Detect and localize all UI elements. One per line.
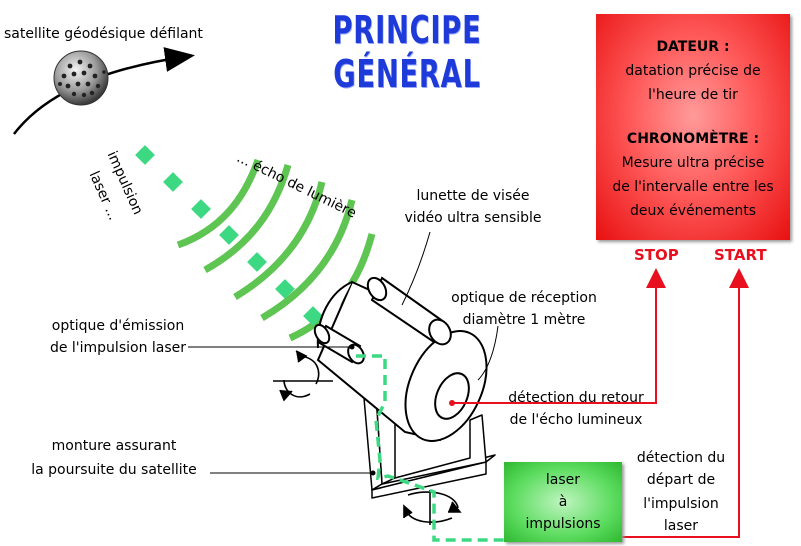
satellite-label: satellite géodésique défilant: [4, 26, 203, 42]
laser-pulses: [135, 145, 323, 326]
stop-wire: [452, 268, 666, 404]
mount-label-line1: monture assurant: [51, 438, 177, 454]
departure-label-line4: laser: [663, 518, 699, 534]
timer-box: DATEUR : datation précise de l'heure de …: [596, 14, 790, 240]
azimuth-rotation-icon: [273, 350, 333, 402]
laser-box-line1: laser: [545, 472, 581, 488]
dateur-text-line2: l'heure de tir: [648, 87, 738, 103]
leader-lines: [188, 231, 499, 476]
start-wire: [622, 268, 749, 538]
emission-optic: [313, 323, 365, 365]
chrono-text-line1: Mesure ultra précise: [621, 155, 765, 171]
finder-scope: [366, 276, 452, 346]
departure-label-line1: détection du: [636, 450, 726, 466]
laser-box-line2: à: [558, 494, 568, 510]
chrono-title: CHRONOMÈTRE :: [626, 131, 760, 147]
chrono-text-line2: de l'intervalle entre les: [612, 179, 774, 195]
laser-box-line3: impulsions: [525, 516, 601, 532]
return-label-line1: détection du retour: [508, 390, 644, 406]
stop-label: STOP: [634, 246, 679, 264]
dateur-title: DATEUR :: [656, 39, 730, 55]
return-label-line2: de l'écho lumineux: [509, 412, 643, 428]
satellite-icon: [53, 50, 109, 106]
departure-label-line3: l'impulsion: [643, 496, 719, 512]
chrono-text-line3: deux événements: [629, 203, 756, 219]
telescope-label-line2: vidéo ultra sensible: [404, 210, 542, 226]
start-label: START: [714, 246, 767, 264]
telescope-label-line1: lunette de visée: [416, 188, 530, 204]
page-title: PRINCIPE GÉNÉRAL: [332, 8, 482, 96]
reception-label-line1: optique de réception: [451, 290, 597, 306]
elevation-rotation-icon: [403, 490, 462, 525]
laser-path: [356, 354, 504, 542]
laser-box: laser à impulsions: [504, 462, 622, 542]
departure-label-line2: départ de: [646, 472, 716, 488]
echo-waves: [176, 158, 376, 342]
mount-label-line2: la poursuite du satellite: [31, 462, 197, 478]
reception-label-line2: diamètre 1 mètre: [462, 312, 586, 328]
return-detector-dot: [449, 400, 455, 406]
emission-label-line1: optique d'émission: [51, 318, 185, 334]
emission-label-line2: de l'impulsion laser: [49, 340, 187, 356]
dateur-text-line1: datation précise de: [625, 63, 761, 79]
